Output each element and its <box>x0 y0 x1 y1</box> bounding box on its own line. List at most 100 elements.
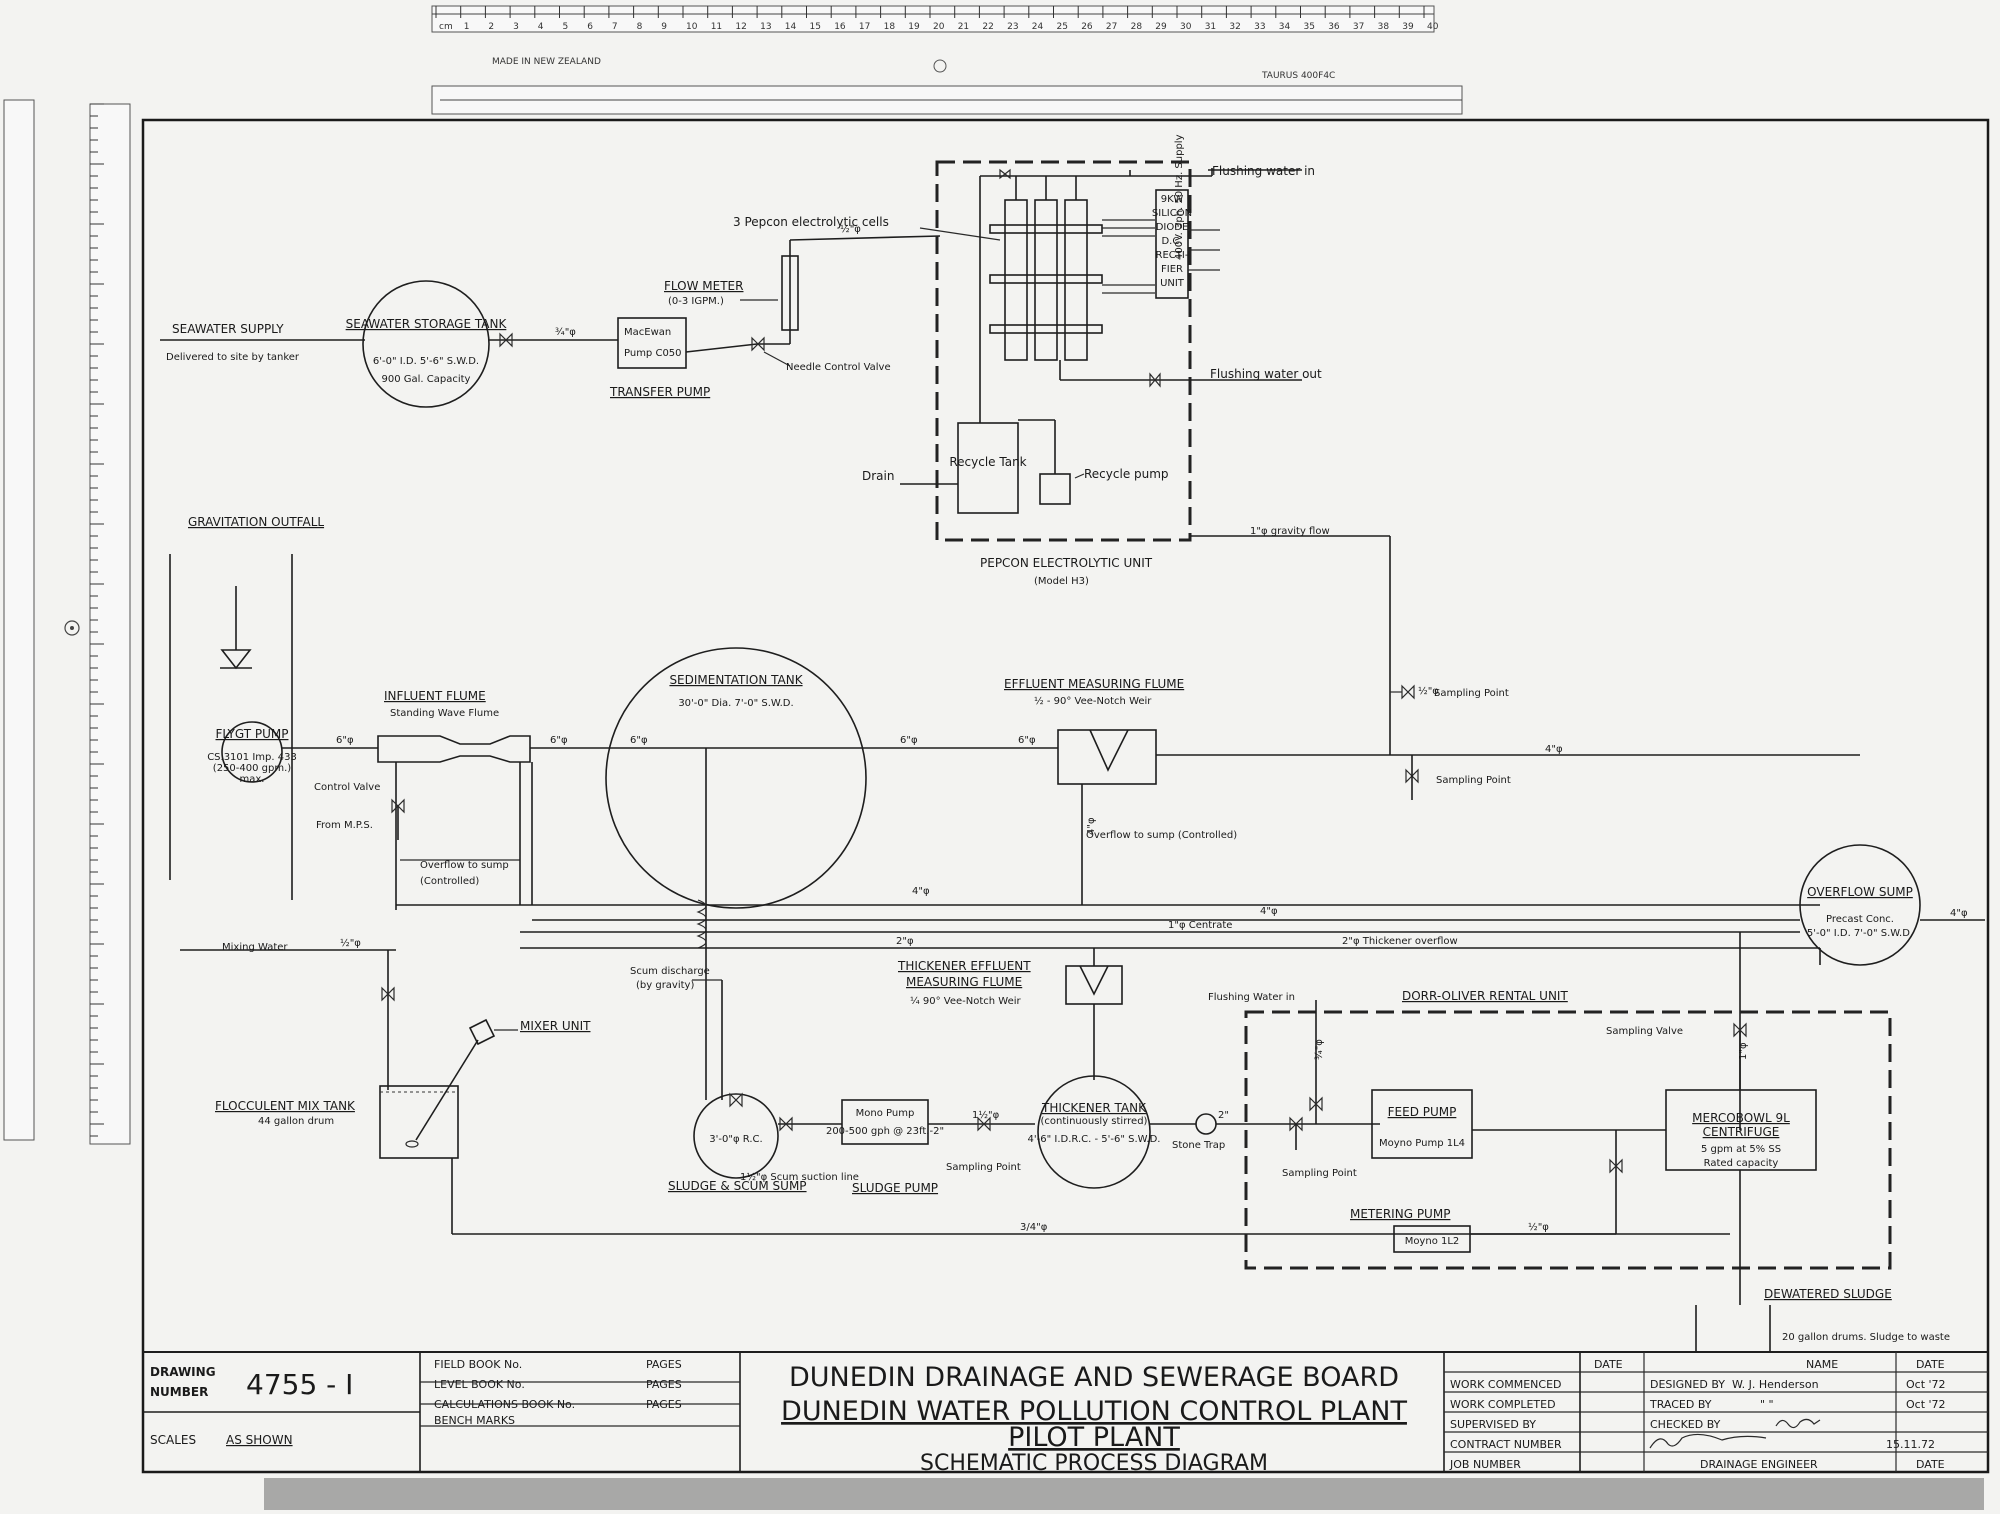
drawing-number-label-line2: NUMBER <box>150 1385 208 1399</box>
ruler-cm-label: 24 <box>1032 22 1044 32</box>
rectifier-text-line: SILICON <box>1152 208 1192 219</box>
pepcon-unit: 3 Pepcon electrolytic cells Flushing wat… <box>733 134 1391 748</box>
drawing-number: 4755 - I <box>246 1368 353 1401</box>
moyno-1l4-label: Moyno Pump 1L4 <box>1379 1138 1465 1149</box>
ruler-cm-label: 34 <box>1279 22 1291 32</box>
rectifier-unit <box>1155 189 1189 299</box>
outfall-section: GRAVITATION OUTFALL FLYGT PUMP CS.3101 I… <box>169 515 378 900</box>
pipe-4a-label: 4"φ <box>912 886 930 897</box>
calc-book-pages: PAGES <box>646 1398 682 1411</box>
floc-tank-label: FLOCCULENT MIX TANK <box>215 1099 356 1113</box>
overflow-sump-section: OVERFLOW SUMP Precast Conc. 5'-0" I.D. 7… <box>520 844 1985 1130</box>
supervised-by-label: SUPERVISED BY <box>1450 1418 1536 1431</box>
drawing-border <box>141 118 1990 1474</box>
sampling-point-label: Sampling Point <box>1434 688 1509 699</box>
checked-signature <box>1775 1418 1821 1429</box>
top-ruler: MADE IN NEW ZEALAND TAURUS 400F4C <box>431 5 1463 115</box>
pipe-1-label: 1"φ <box>1738 1042 1749 1060</box>
ruler-cm-label: 12 <box>735 22 746 32</box>
dorr-oliver-label: DORR-OLIVER RENTAL UNIT <box>1402 989 1568 1003</box>
ruler-cm-label: 33 <box>1254 22 1265 32</box>
ruler-made-text: MADE IN NEW ZEALAND <box>492 57 601 67</box>
mono-pump <box>841 1099 929 1145</box>
scan-edge <box>264 1478 1984 1510</box>
ruler-cm-label: 5 <box>563 22 569 32</box>
sampling-point2-label: Sampling Point <box>1436 775 1511 786</box>
ruler-cm-label: 28 <box>1131 22 1143 32</box>
drawing-number-label: DRAWING <box>150 1365 216 1379</box>
bench-marks-label: BENCH MARKS <box>434 1414 515 1427</box>
feed-pump-label: FEED PUMP <box>1388 1105 1457 1119</box>
gravity-flow-label: 1"φ gravity flow <box>1250 526 1330 537</box>
scum-suction-label: 1½"φ Scum suction line <box>740 1171 859 1183</box>
flygt-spec3-label: max. <box>240 774 265 785</box>
sump-dims-label: 3'-0"φ R.C. <box>709 1134 762 1145</box>
overflow-sump-ctl-label: Overflow to sump <box>420 860 509 871</box>
measuring-flume-label: MEASURING FLUME <box>906 975 1022 989</box>
ruler-cm-label: 32 <box>1229 22 1240 32</box>
macewan-line1: MacEwan <box>624 327 671 338</box>
pipe-4e-label: 4"φ <box>1260 906 1278 917</box>
continuously-label: (continuously stirred) <box>1041 1116 1148 1127</box>
overflow-sump-spec: Precast Conc. <box>1826 914 1894 925</box>
ruler-cm-label: 8 <box>637 22 643 32</box>
overflow-ctl-label: Overflow to sump (Controlled) <box>1086 830 1237 841</box>
rectifier-text-line: RECTI- <box>1156 250 1189 261</box>
ruler-cm-label: 1 <box>464 22 470 32</box>
ruler-cm-label: 21 <box>958 22 969 32</box>
standing-wave-label: Standing Wave Flume <box>390 708 499 719</box>
ruler-cm-label: 3 <box>513 22 519 32</box>
date-footer: DATE <box>1916 1458 1945 1471</box>
sludge-scum-sump-label: SLUDGE & SCUM SUMP <box>668 1179 807 1193</box>
engineer-date: 15.11.72 <box>1886 1438 1935 1451</box>
left-ruler <box>3 99 131 1145</box>
pipe-6a-label: 6"φ <box>336 735 354 746</box>
thickener-overflow-label: 2"φ Thickener overflow <box>1342 936 1458 947</box>
sedimentation-section: SEDIMENTATION TANK 30'-0" Dia. 7'-0" S.W… <box>602 647 1058 1100</box>
ruler-cm-label: 10 <box>686 22 698 32</box>
gravitation-outfall-label: GRAVITATION OUTFALL <box>188 515 324 529</box>
sampling-valve-label: Sampling Valve <box>1606 1026 1683 1037</box>
flushing-in-label: Flushing water in <box>1212 164 1315 178</box>
storage-cap-label: 900 Gal. Capacity <box>382 374 471 385</box>
ruler-cm-label: 20 <box>933 22 945 32</box>
scales-value: AS SHOWN <box>226 1433 293 1447</box>
plant-title: DUNEDIN WATER POLLUTION CONTROL PLANT <box>781 1396 1407 1427</box>
ruler-cm-label: 16 <box>834 22 846 32</box>
seawater-section: SEAWATER SUPPLY Delivered to site by tan… <box>160 223 941 408</box>
flygt-pump-label: FLYGT PUMP <box>216 727 289 741</box>
ruler-cm-label: 36 <box>1328 22 1340 32</box>
flygt-pump <box>221 721 283 783</box>
thickener-tank <box>1037 1075 1151 1189</box>
ruler-cm-label: 35 <box>1304 22 1315 32</box>
engineer-label: DRAINAGE ENGINEER <box>1700 1458 1818 1471</box>
designed-by-label: DESIGNED BY <box>1650 1378 1725 1391</box>
engineer-signature <box>1649 1433 1767 1449</box>
title-block: DRAWING NUMBER 4755 - I SCALES AS SHOWN … <box>143 1351 1988 1476</box>
moyno-1l2-label: Moyno 1L2 <box>1405 1236 1460 1247</box>
gpm-label: 5 gpm at 5% SS <box>1701 1144 1781 1155</box>
flow-meter-range: (0-3 IGPM.) <box>668 296 724 307</box>
overflow-sump-dims: 5'-0" I.D. 7'-0" S.W.D. <box>1807 928 1913 939</box>
flushing-in2-label: Flushing Water in <box>1208 992 1295 1003</box>
traced-by-label: TRACED BY <box>1649 1398 1712 1411</box>
floc-drum-label: 44 gallon drum <box>258 1116 334 1127</box>
rectifier-text-line: DIODE <box>1156 222 1189 233</box>
ruler-cm-label: 7 <box>612 22 618 32</box>
work-commenced-label: WORK COMMENCED <box>1450 1378 1562 1391</box>
ruler-cm-label: 29 <box>1155 22 1167 32</box>
vee-weir2-label: ¼ 90° Vee-Notch Weir <box>910 995 1022 1007</box>
vee-weir-label: ½ - 90° Vee-Notch Weir <box>1034 695 1152 707</box>
overflow-sump-label: OVERFLOW SUMP <box>1807 885 1913 899</box>
pipe-4d-label: 4"φ <box>1950 908 1968 919</box>
supply-400v-label: 400V. 3ph. 50 Hz. Supply <box>1174 134 1185 260</box>
thickener-effluent-label: THICKENER EFFLUENT <box>897 959 1031 973</box>
ruler-cm-label: 6 <box>587 22 593 32</box>
mixer-unit <box>468 1018 496 1046</box>
mono-pump-label: Mono Pump <box>856 1108 915 1119</box>
thick-dims-label: 4'-6" I.D.R.C. - 5'-6" S.W.D. <box>1028 1134 1161 1145</box>
subplant-title: PILOT PLANT <box>1008 1422 1180 1453</box>
drawing-number-label-line1: DRAWING <box>150 1365 216 1379</box>
pipe-half-label-b: ½"φ <box>1418 685 1439 697</box>
